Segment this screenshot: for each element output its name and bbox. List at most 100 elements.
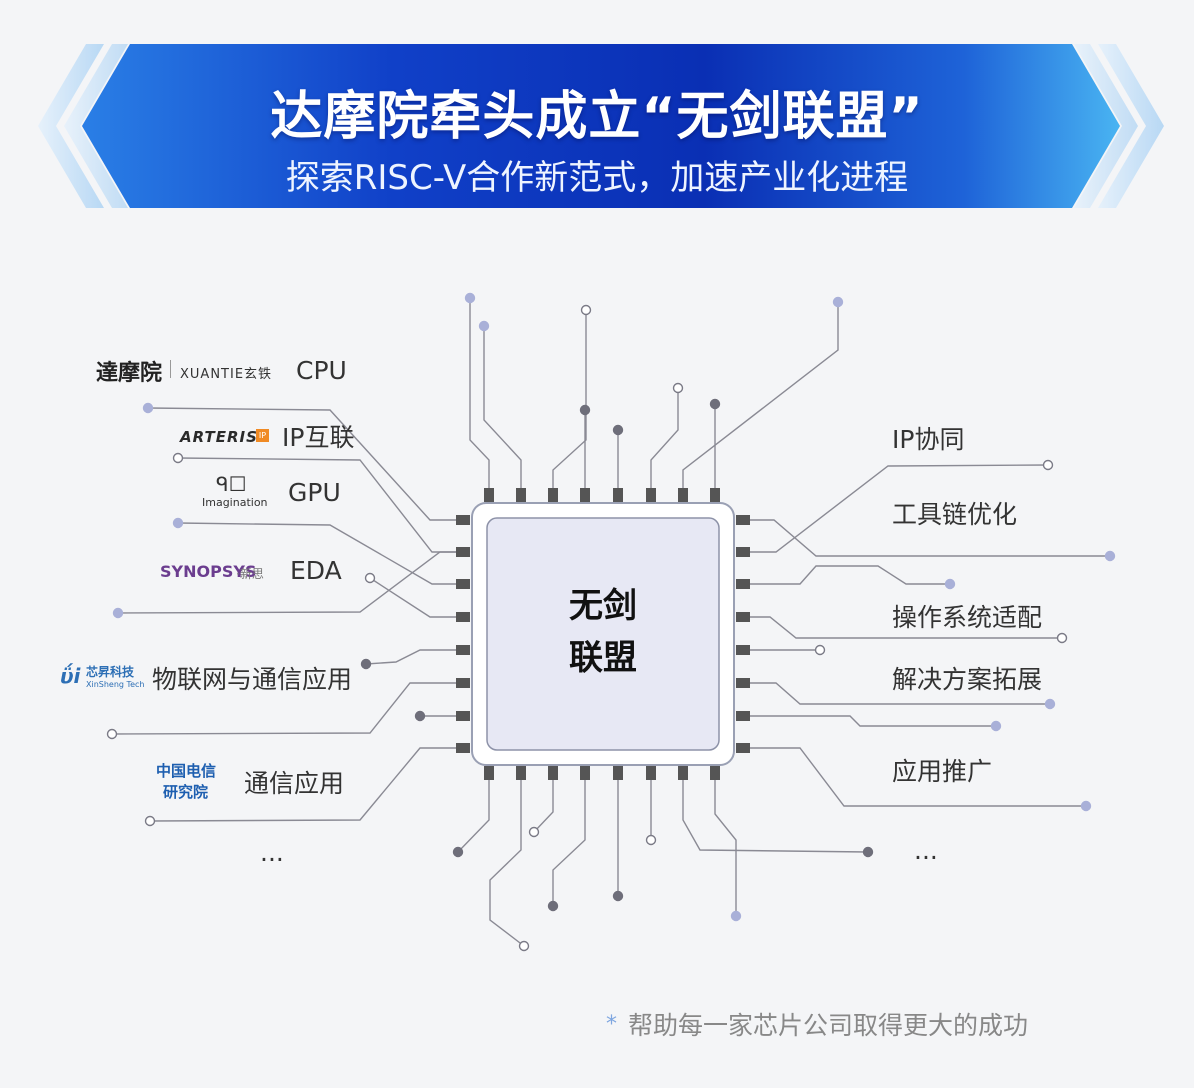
chip-pin-left-6 — [456, 711, 470, 721]
label-gpu: GPU — [288, 478, 341, 507]
chip-pin-top-0 — [484, 488, 494, 502]
chip-pin-right-6 — [736, 711, 750, 721]
logo-separator — [170, 360, 171, 378]
chip-pins — [456, 488, 750, 780]
wire-terminal-dot-18 — [1042, 459, 1054, 471]
chip-pin-bottom-4 — [613, 766, 623, 780]
chip-pin-bottom-0 — [484, 766, 494, 780]
connector-wire-11 — [369, 577, 456, 618]
wire-terminal-dot-10 — [172, 517, 184, 529]
banner-hexagon — [82, 44, 1120, 208]
wire-terminal-dot-25 — [452, 846, 464, 858]
chip-pin-bottom-1 — [516, 766, 526, 780]
chip-pin-top-5 — [646, 488, 656, 502]
chip-pin-bottom-6 — [678, 766, 688, 780]
label-eda: EDA — [290, 556, 342, 585]
xuantie-logo: XUANTIE玄铁 — [180, 367, 273, 382]
chip-pin-right-4 — [736, 645, 750, 655]
footnote-star: * — [606, 1012, 617, 1037]
wire-terminal-dot-14 — [106, 728, 118, 740]
left-chevron-2 — [64, 44, 128, 208]
wire-terminal-dot-15 — [414, 710, 426, 722]
connector-wire-1 — [483, 326, 522, 488]
wire-terminal-dot-19 — [944, 578, 956, 590]
chip-pin-top-4 — [613, 488, 623, 502]
chip-pin-left-7 — [456, 743, 470, 753]
xinsheng-logo: 芯昇科技 — [86, 665, 135, 679]
connector-wire-0 — [469, 298, 490, 488]
connector-wire-28 — [552, 780, 586, 906]
wire-terminal-dot-3 — [579, 404, 591, 416]
wire-terminal-dot-2 — [580, 304, 592, 316]
wire-terminal-dot-16 — [144, 815, 156, 827]
connector-wire-32 — [714, 780, 737, 916]
connector-wire-14 — [111, 682, 456, 735]
label-cpu: CPU — [296, 356, 347, 385]
chip-pin-right-5 — [736, 678, 750, 688]
header-banner: 达摩院牵头成立“无剑联盟” 探索RISC-V合作新范式，加速产业化进程 — [0, 0, 1194, 260]
wire-terminal-dot-4 — [612, 424, 624, 436]
damo-logo: 達摩院 — [96, 360, 163, 386]
connector-wire-25 — [457, 780, 490, 853]
chip-pin-right-7 — [736, 743, 750, 753]
wire-terminal-dot-5 — [672, 382, 684, 394]
wire-terminal-dot-30 — [645, 834, 657, 846]
connector-wire-10 — [177, 522, 456, 585]
chip-pin-top-6 — [678, 488, 688, 502]
synopsys-cn-logo: ·新思 — [236, 567, 264, 581]
wire-terminal-dot-13 — [360, 658, 372, 670]
chip-pin-bottom-2 — [548, 766, 558, 780]
wire-terminal-dot-17 — [1104, 550, 1116, 562]
chip-pin-left-2 — [456, 579, 470, 589]
chip-pin-top-7 — [710, 488, 720, 502]
label-app-promo: 应用推广 — [892, 757, 993, 786]
connector-wire-22 — [750, 682, 1050, 705]
wire-terminal-dot-9 — [172, 452, 184, 464]
connector-wire-31 — [682, 780, 869, 853]
chip-pin-left-1 — [456, 547, 470, 557]
chip-pin-left-4 — [456, 645, 470, 655]
synopsys-logo: SYNOPSYS — [160, 562, 257, 581]
connector-wire-5 — [650, 388, 679, 488]
connector-wire-20 — [750, 616, 1062, 639]
connector-wire-24 — [750, 747, 1086, 807]
wire-terminal-dot-0 — [464, 292, 476, 304]
chip-label: 无剑 联盟 — [488, 580, 718, 684]
connector-wire-26 — [489, 780, 525, 947]
chip-pin-bottom-3 — [580, 766, 590, 780]
connector-wire-16 — [149, 747, 456, 822]
chip-pin-left-3 — [456, 612, 470, 622]
wire-terminal-dot-27 — [528, 826, 540, 838]
connector-wire-19 — [750, 565, 950, 585]
chip-pin-top-1 — [516, 488, 526, 502]
connector-wire-2 — [552, 310, 587, 488]
chip-pin-right-2 — [736, 579, 750, 589]
wire-terminal-dot-12 — [112, 607, 124, 619]
right-chevron-2 — [1098, 44, 1164, 208]
label-os: 操作系统适配 — [892, 603, 1043, 632]
label-left-more: ... — [260, 838, 284, 867]
label-ip-collab: IP协同 — [892, 425, 965, 454]
arteris-ip-badge: IP — [256, 429, 269, 442]
wire-terminal-dot-22 — [1044, 698, 1056, 710]
wire-terminal-dot-7 — [709, 398, 721, 410]
right-chevron-1 — [1074, 44, 1138, 208]
wire-terminal-dot-8 — [142, 402, 154, 414]
chip-pin-top-3 — [580, 488, 590, 502]
wire-terminal-dot-23 — [990, 720, 1002, 732]
wire-terminal-dot-11 — [364, 572, 376, 584]
chip-label-line2: 联盟 — [569, 638, 637, 678]
xinsheng-logo-mark: ΰi — [60, 664, 81, 688]
label-ip-interconnect: IP互联 — [282, 423, 355, 452]
connector-wire-23 — [750, 715, 996, 727]
ctri-logo-line1: 中国电信 — [156, 762, 217, 780]
chip-pin-right-3 — [736, 612, 750, 622]
chip-pin-bottom-7 — [710, 766, 720, 780]
connector-wire-12 — [117, 551, 456, 614]
wire-terminal-dot-6 — [832, 296, 844, 308]
connector-wire-8 — [147, 407, 456, 521]
label-toolchain: 工具链优化 — [892, 500, 1018, 529]
footnote-text: 帮助每一家芯片公司取得更大的成功 — [628, 1011, 1029, 1040]
wire-terminal-dot-28 — [547, 900, 559, 912]
